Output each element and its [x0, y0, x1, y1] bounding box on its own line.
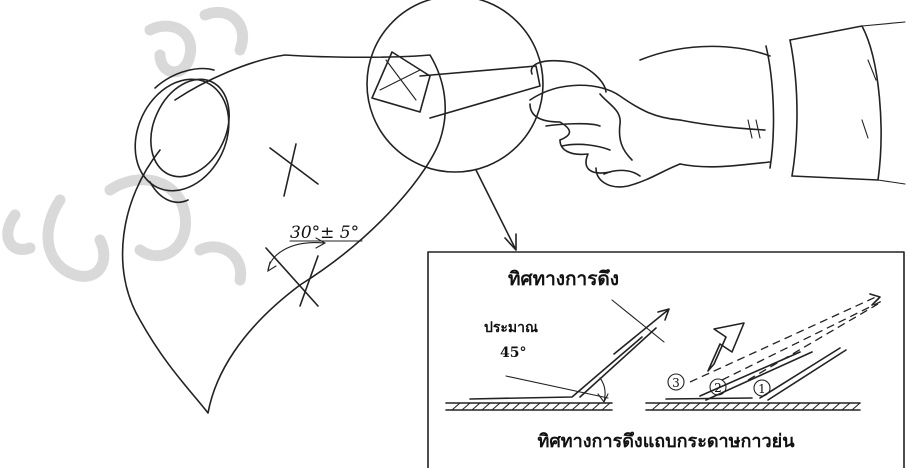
angle-label: 45° [500, 345, 526, 361]
step-1-marker [753, 379, 771, 397]
angle-tolerance: 30°± 5° [267, 223, 363, 273]
tape-mark-upper [269, 143, 319, 197]
detail-panel: ทิศทางการดึง ประมาณ 45° [427, 251, 905, 468]
watermark [2, 6, 249, 286]
pull-direction-leader [611, 299, 665, 343]
approx-label: ประมาณ [484, 320, 538, 336]
pull-direction-label: ทิศทางการดึง [508, 268, 619, 290]
step-1-number: 1 [758, 382, 766, 396]
step-2-marker [709, 378, 727, 396]
magnifier [366, 0, 544, 251]
tolerance-label: 30°± 5° [290, 223, 359, 243]
step-2-number: 2 [714, 381, 722, 395]
step-3-number: 3 [672, 376, 680, 390]
lift-arrow [707, 322, 745, 372]
tape-mark-lower [265, 247, 319, 307]
pull-arrow-45 [613, 309, 669, 355]
caption: ทิศทางการดึงแถบกระดาษกาวย่น [538, 431, 796, 452]
hand [529, 45, 771, 188]
tape-strip [371, 51, 541, 119]
peel-steps-diagram: 3 2 1 [645, 293, 885, 411]
bottle-neck [134, 67, 230, 204]
bottle-outline [121, 54, 446, 414]
bottle [121, 54, 446, 414]
sleeve [765, 21, 906, 185]
peel-45-diagram [445, 308, 670, 411]
step-3-marker [667, 373, 685, 391]
